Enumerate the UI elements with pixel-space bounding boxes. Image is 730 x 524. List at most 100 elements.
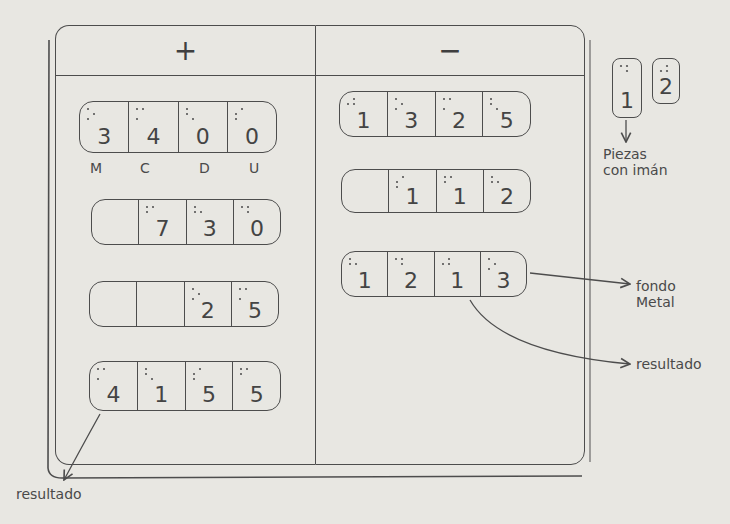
operation-sign: + — [174, 34, 197, 67]
digit: 4 — [106, 383, 120, 407]
braille-dot — [488, 268, 490, 270]
digit: 3 — [496, 269, 510, 293]
braille-dot — [620, 65, 622, 67]
braille-dot — [443, 176, 445, 178]
digit: 2 — [404, 269, 418, 293]
braille-dot — [666, 65, 668, 67]
braille-dot — [97, 368, 99, 370]
braille-dot — [185, 113, 187, 115]
braille-dot — [152, 206, 154, 208]
braille-dot — [448, 98, 450, 100]
number-strip: 1213 — [341, 251, 527, 297]
braille-dot — [247, 206, 249, 208]
braille-dot — [191, 118, 193, 120]
braille-dots — [143, 366, 155, 382]
tile-cell: 3 — [480, 252, 526, 296]
tile-cell: 5 — [482, 92, 530, 136]
braille-dot — [347, 103, 349, 105]
tile-cell: 5 — [232, 362, 280, 410]
number-strip: 1 3 2 5 — [339, 91, 531, 137]
number-strip: 4 1 5 5 — [89, 361, 281, 411]
leader-line — [625, 120, 626, 142]
braille-dot — [193, 211, 195, 213]
braille-dot — [191, 288, 193, 290]
braille-dot — [496, 108, 498, 110]
braille-dots — [233, 106, 245, 122]
braille-dot — [395, 258, 397, 260]
note-label: fondo Metal — [636, 278, 706, 310]
tile-cell: 2 — [387, 252, 433, 296]
digit: 1 — [620, 89, 634, 113]
tile-cell: 2 — [435, 92, 483, 136]
braille-dot — [185, 108, 187, 110]
braille-dot — [666, 70, 668, 72]
braille-dot — [199, 211, 201, 213]
tile-cell: 2 — [483, 170, 530, 212]
braille-dot — [349, 258, 351, 260]
braille-dots — [237, 286, 249, 302]
braille-dot — [239, 288, 241, 290]
note-label: resultado — [16, 486, 106, 502]
braille-dot — [87, 108, 89, 110]
digit: 3 — [404, 109, 418, 133]
braille-dot — [494, 263, 496, 265]
digit: 5 — [202, 383, 216, 407]
braille-dots — [238, 366, 250, 382]
braille-dot — [93, 113, 95, 115]
note-label: Piezas con imán — [603, 146, 675, 178]
digit: 1 — [356, 109, 370, 133]
braille-dots — [144, 204, 156, 220]
number-strip: 112 — [341, 169, 531, 213]
braille-dot — [146, 211, 148, 213]
braille-dots — [393, 256, 405, 272]
braille-dot — [235, 118, 237, 120]
digit: 1 — [405, 185, 419, 209]
braille-dot — [490, 103, 492, 105]
braille-dots — [239, 204, 251, 220]
braille-dots — [442, 174, 454, 190]
leader-line — [530, 273, 630, 284]
braille-dot — [442, 98, 444, 100]
braille-dot — [192, 373, 194, 375]
tile-cell — [90, 282, 136, 326]
braille-dot — [497, 181, 499, 183]
braille-dot — [142, 108, 144, 110]
tile-cell — [136, 282, 183, 326]
digit: 1 — [453, 185, 467, 209]
digit: 7 — [155, 217, 169, 241]
digit: 3 — [203, 217, 217, 241]
braille-dot — [488, 258, 490, 260]
tile-cell: 3 — [80, 102, 128, 152]
braille-dots — [347, 256, 359, 272]
digit: 0 — [245, 125, 259, 149]
braille-dot — [353, 103, 355, 105]
digit: 2 — [452, 109, 466, 133]
digit: 2 — [201, 299, 215, 323]
braille-dot — [241, 206, 243, 208]
braille-dot — [353, 98, 355, 100]
digit: 5 — [500, 109, 514, 133]
place-value-label: C — [140, 160, 160, 176]
braille-dot — [246, 368, 248, 370]
number-strip: 25 — [89, 281, 279, 327]
place-value-label: U — [249, 160, 269, 176]
braille-dot — [240, 368, 242, 370]
note-label: resultado — [636, 356, 721, 372]
braille-dots — [191, 366, 203, 382]
braille-dots — [618, 63, 630, 79]
tile-cell: 5 — [185, 362, 233, 410]
braille-dot — [626, 65, 628, 67]
tile-cell: 7 — [138, 200, 185, 244]
braille-dot — [443, 181, 445, 183]
braille-dot — [447, 258, 449, 260]
tile-cell: 2 — [184, 282, 231, 326]
digit: 2 — [659, 75, 673, 99]
digit: 1 — [154, 383, 168, 407]
digit: 5 — [250, 383, 264, 407]
operation-sign: − — [438, 34, 461, 67]
column-header: + — [56, 26, 315, 76]
braille-dots — [394, 174, 406, 190]
tile-cell: 4 — [90, 362, 137, 410]
braille-dot — [136, 118, 138, 120]
braille-dot — [449, 176, 451, 178]
